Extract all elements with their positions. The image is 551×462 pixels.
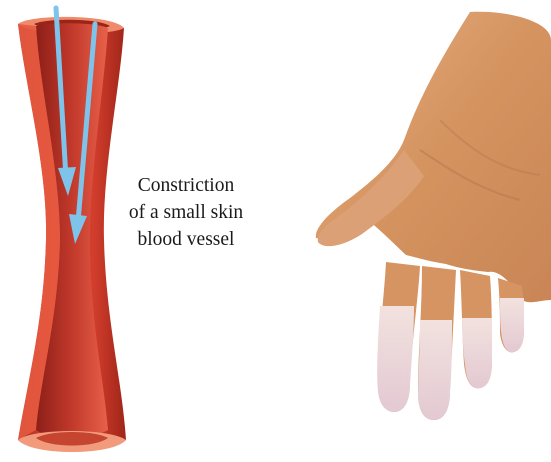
hand: [316, 12, 551, 420]
caption-line-1: Constriction: [106, 172, 266, 199]
caption-line-3: blood vessel: [106, 226, 266, 253]
finger-index-pale-tip: [377, 306, 414, 412]
hand-palm: [316, 12, 551, 302]
finger-ring-pale-tip: [462, 318, 492, 388]
caption-line-2: of a small skin: [106, 199, 266, 226]
caption: Constriction of a small skin blood vesse…: [106, 172, 266, 253]
finger-middle-pale-tip: [418, 320, 452, 420]
